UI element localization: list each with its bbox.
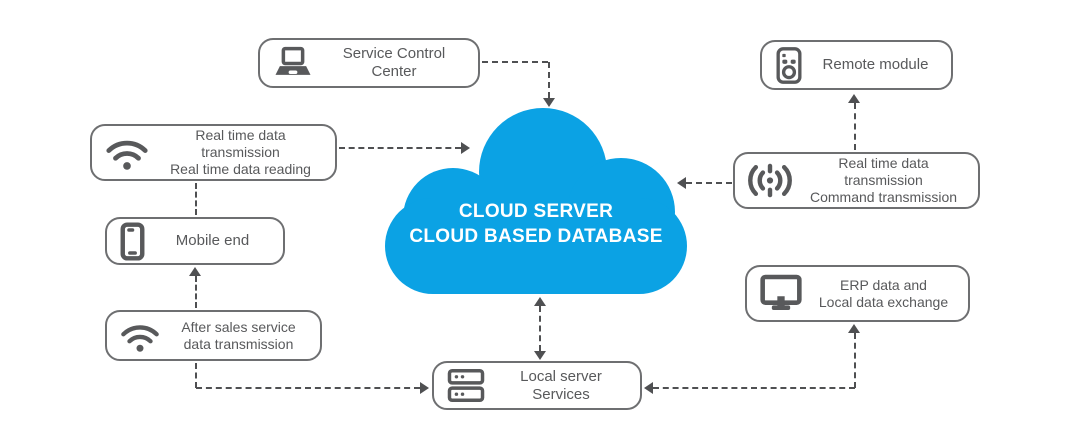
- smartphone-icon: [119, 221, 146, 261]
- broadcast-icon: [747, 161, 793, 200]
- arrowhead-up-icon: [189, 267, 201, 276]
- arrowhead-down-icon: [534, 351, 546, 360]
- node-label: After sales service data transmission: [181, 318, 296, 352]
- node-mobile-end: Mobile end: [105, 217, 285, 265]
- node-label: Real time data transmission Command tran…: [809, 155, 958, 205]
- arrowhead-up-icon: [534, 297, 546, 306]
- wifi-icon: [119, 319, 161, 353]
- connector-realtime-left-to-cloud: [339, 147, 461, 149]
- node-service-control-center: Service Control Center: [258, 38, 480, 88]
- connector-after-sales-to-mobile: [195, 276, 197, 308]
- node-realtime-right: Real time data transmission Command tran…: [733, 152, 980, 209]
- connector-cloud-to-local-server: [539, 306, 541, 351]
- node-erp: ERP data and Local data exchange: [745, 265, 970, 322]
- arrowhead-right-icon: [461, 142, 470, 154]
- arrowhead-left-icon: [644, 382, 653, 394]
- arrowhead-up-icon: [848, 324, 860, 333]
- server-stack-icon: [446, 368, 486, 403]
- connector-scc-to-cloud-h: [482, 61, 548, 63]
- node-label: Service Control Center: [342, 45, 446, 80]
- node-label: Mobile end: [175, 232, 250, 249]
- connector-erp-to-local-server-v: [854, 333, 856, 388]
- wifi-icon: [104, 134, 150, 171]
- cloud-label: CLOUD SERVER CLOUD BASED DATABASE: [388, 199, 684, 249]
- cloud-shape: [385, 108, 687, 294]
- connector-realtime-right-to-cloud: [686, 182, 732, 184]
- node-after-sales: After sales service data transmission: [105, 310, 322, 361]
- node-realtime-left: Real time data transmission Real time da…: [90, 124, 337, 181]
- node-label: Real time data transmission Real time da…: [170, 127, 311, 177]
- connector-after-sales-to-local-server: [196, 387, 420, 389]
- arrowhead-down-icon: [543, 98, 555, 107]
- connector-scc-to-cloud-v: [548, 62, 550, 98]
- node-remote-module: Remote module: [760, 40, 953, 90]
- cloud-label-line1: CLOUD SERVER: [458, 201, 614, 222]
- desktop-monitor-icon: [759, 274, 803, 313]
- remote-control-icon: [774, 46, 804, 84]
- laptop-icon: [272, 46, 314, 81]
- connector-realtime-left-to-mobile: [195, 183, 197, 215]
- arrowhead-up-icon: [848, 94, 860, 103]
- node-local-server: Local server Services: [432, 361, 642, 410]
- connector-after-sales-down: [195, 363, 197, 388]
- node-label: Local server Services: [520, 367, 602, 403]
- node-label: Remote module: [822, 56, 929, 73]
- arrowhead-right-icon: [420, 382, 429, 394]
- arrowhead-left-icon: [677, 177, 686, 189]
- node-label: ERP data and Local data exchange: [818, 276, 949, 310]
- connector-realtime-right-to-remote: [854, 103, 856, 150]
- cloud-label-line2: CLOUD BASED DATABASE: [409, 226, 663, 247]
- connector-erp-to-local-server-h: [653, 387, 855, 389]
